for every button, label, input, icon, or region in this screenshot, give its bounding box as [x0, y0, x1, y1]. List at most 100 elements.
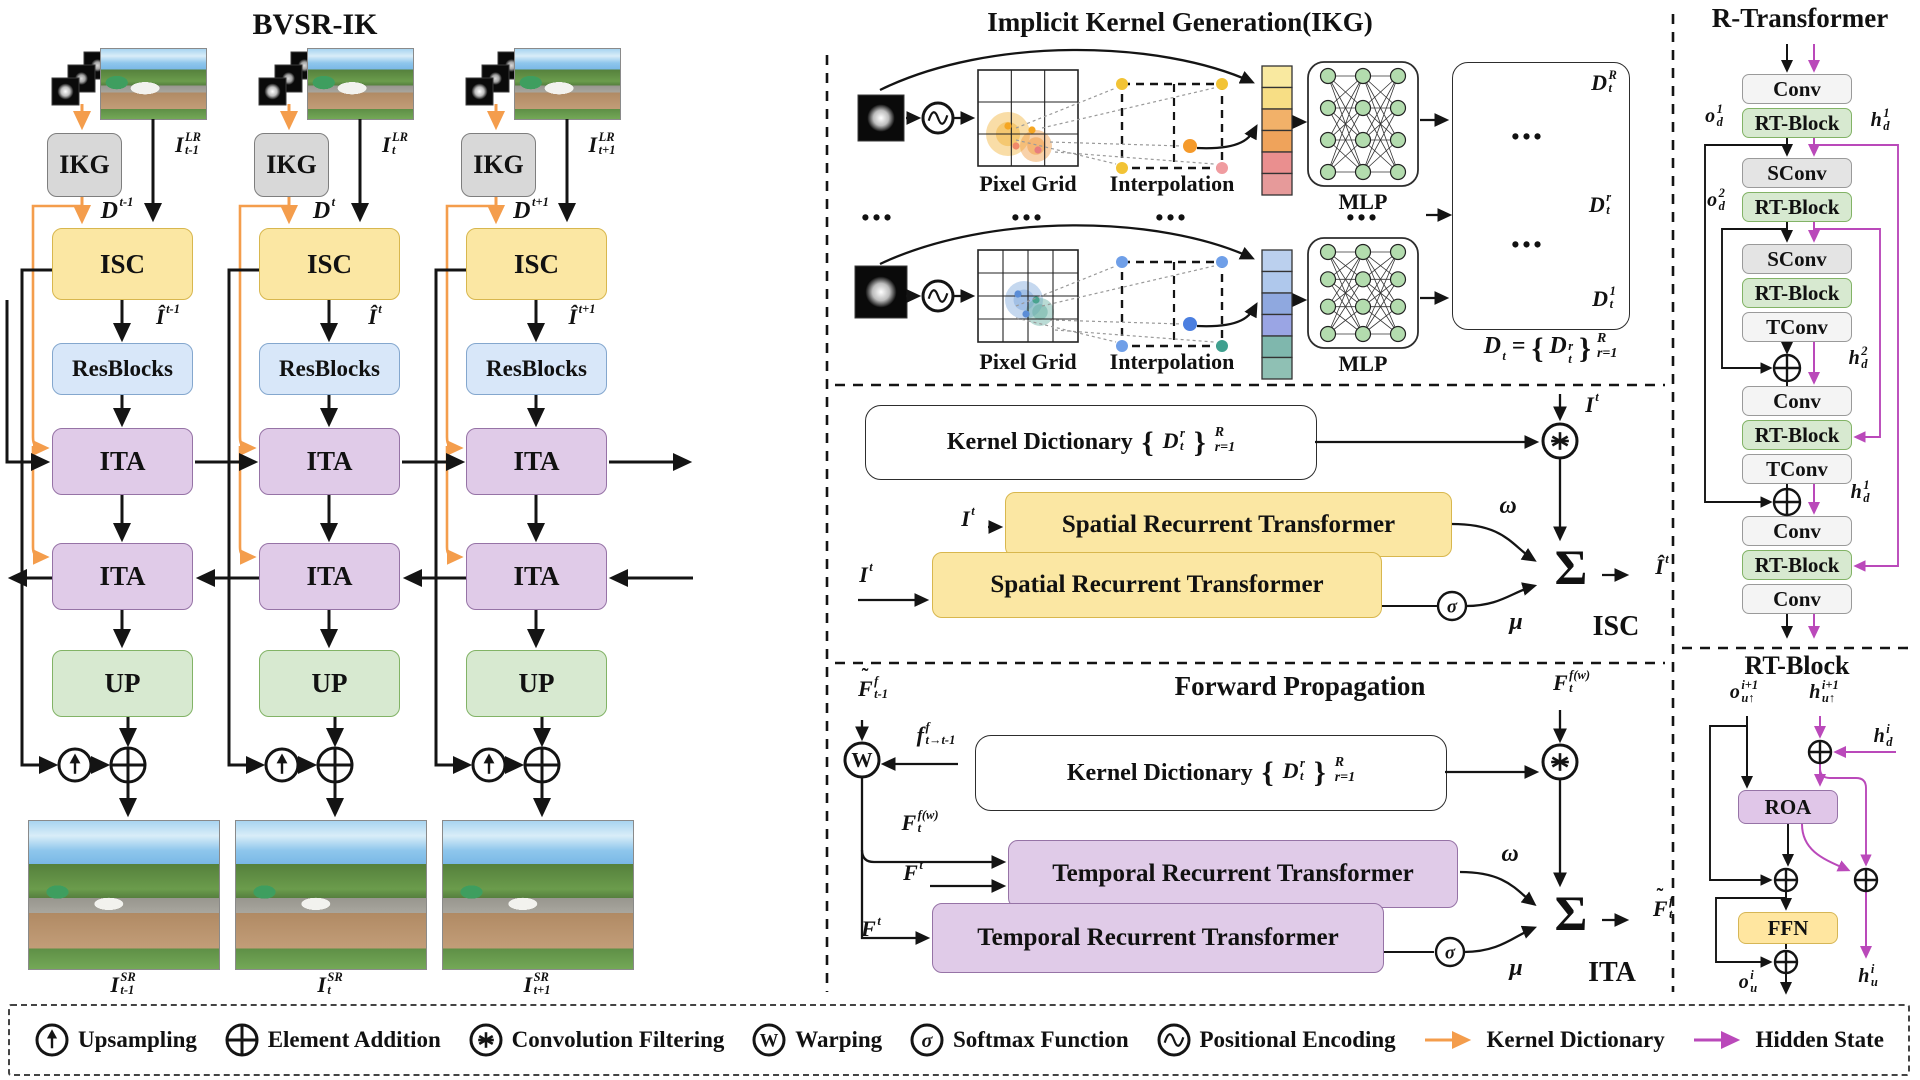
- ita-panel-label: ITA: [1588, 957, 1636, 988]
- legend-label: Hidden State: [1755, 1027, 1884, 1052]
- hidden-state-arrow-icon: [1693, 1031, 1740, 1049]
- positional-encoding-icon: [921, 101, 955, 135]
- upsampling-icon: [35, 1023, 69, 1057]
- rt-block-box: RT-Block: [1742, 192, 1852, 222]
- sr-output-image: [442, 820, 634, 970]
- legend-item-upsampling: Upsampling: [34, 1022, 197, 1058]
- upsampling-icon: [264, 747, 300, 783]
- formula-sup: R: [1596, 331, 1607, 346]
- legend-item-positional-encoding: Positional Encoding: [1156, 1022, 1396, 1058]
- omega-label: ω: [1499, 493, 1517, 519]
- pixel-grid-label: Pixel Grid: [979, 171, 1077, 196]
- bvsr-title: BVSR-IK: [252, 8, 378, 41]
- pixel-grid: [977, 249, 1079, 343]
- isc-panel-label: ISC: [1592, 611, 1640, 642]
- interpolation-label: Interpolation: [1109, 349, 1235, 374]
- kernel-sample: [857, 94, 905, 142]
- rt-block-title: RT-Block: [1744, 651, 1850, 680]
- convolution-filtering-icon: [1541, 422, 1579, 460]
- element-addition-icon: [1853, 867, 1879, 893]
- legend-label: Convolution Filtering: [511, 1027, 725, 1052]
- warping-icon: W: [843, 741, 881, 779]
- plus-icon: [225, 1023, 259, 1057]
- ffn-box: FFN: [1738, 912, 1838, 944]
- element-addition-icon: [523, 746, 561, 784]
- close-brace: }: [1313, 756, 1326, 789]
- up-box: UP: [52, 650, 193, 717]
- rt-block-box: RT-Block: [1742, 420, 1852, 450]
- spatial-recurrent-transformer-box: Spatial Recurrent Transformer: [1005, 492, 1452, 557]
- softmax-icon: σ: [1434, 936, 1466, 968]
- svg-text:σ: σ: [1447, 596, 1458, 617]
- kernel-dictionary-label: Kernel Dictionary: [1066, 759, 1253, 786]
- element-addition-icon: [109, 746, 147, 784]
- upsampling-icon: [471, 747, 507, 783]
- encoded-vector: [1261, 65, 1293, 196]
- svg-text:σ: σ: [922, 1030, 934, 1052]
- mlp-label: MLP: [1338, 189, 1388, 214]
- encoded-vector: [1261, 249, 1293, 380]
- lr-input-image: [307, 48, 414, 120]
- kd-sub: r=1: [1334, 770, 1356, 785]
- pixel-grid-label: Pixel Grid: [979, 349, 1077, 374]
- ikg-box: IKG: [461, 133, 536, 197]
- ita-forward-box: ITA: [259, 428, 400, 495]
- ita-forward-box: ITA: [466, 428, 607, 495]
- legend-label: Element Addition: [267, 1027, 441, 1052]
- summation-symbol: Σ: [1554, 885, 1588, 941]
- open-brace: {: [1141, 425, 1154, 459]
- element-addition-icon: [1807, 739, 1833, 765]
- legend-label: Positional Encoding: [1199, 1027, 1396, 1052]
- conv-box: Conv: [1742, 74, 1852, 104]
- isc-box: ISC: [466, 228, 607, 300]
- conv-box: Conv: [1742, 516, 1852, 546]
- legend-label: Kernel Dictionary: [1486, 1027, 1665, 1052]
- softmax-icon: σ: [1436, 590, 1468, 622]
- r-transformer-title: R-Transformer: [1711, 3, 1889, 33]
- svg-text:σ: σ: [1445, 942, 1456, 963]
- sr-output-image: [28, 820, 220, 970]
- sigma-icon: σ: [910, 1023, 944, 1057]
- kernel-dictionary-arrow-icon: [1424, 1031, 1471, 1049]
- forward-propagation-title: Forward Propagation: [1174, 671, 1426, 701]
- sr-output-image: [235, 820, 427, 970]
- close-brace: }: [1579, 332, 1591, 365]
- rt-block-box: RT-Block: [1742, 278, 1852, 308]
- mu-label: μ: [1509, 955, 1523, 981]
- conv-icon: [469, 1023, 503, 1057]
- convolution-filtering-icon: [469, 1023, 503, 1057]
- kd-sup: R: [1334, 755, 1345, 771]
- isc-box: ISC: [52, 228, 193, 300]
- tconv-box: TConv: [1742, 312, 1852, 342]
- isc-box: ISC: [259, 228, 400, 300]
- up-box: UP: [466, 650, 607, 717]
- close-brace: }: [1193, 425, 1206, 459]
